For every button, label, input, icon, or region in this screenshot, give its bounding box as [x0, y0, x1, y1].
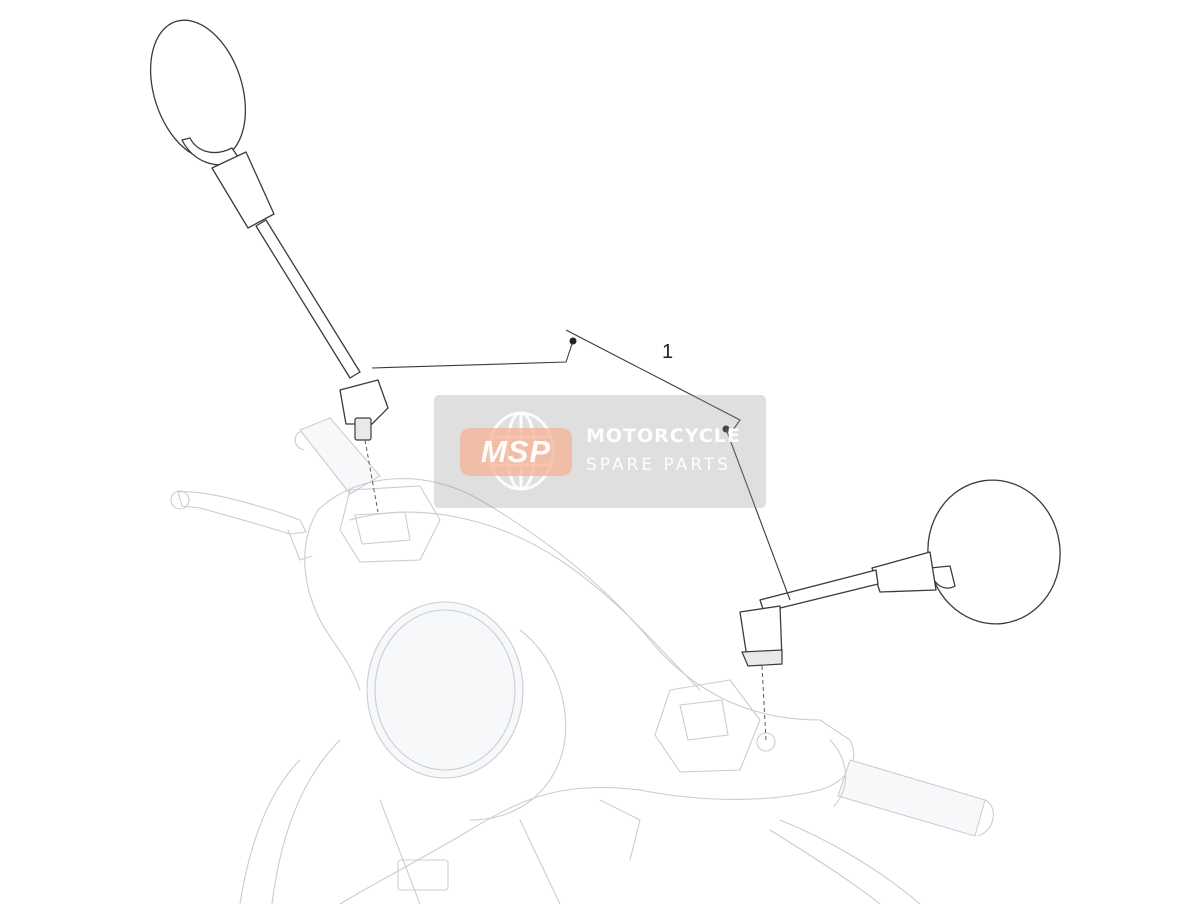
watermark: MSP MOTORCYCLE SPARE PARTS	[434, 395, 766, 508]
left-mirror	[149, 19, 389, 513]
msp-logo-badge: MSP	[460, 428, 572, 476]
watermark-subtitle: SPARE PARTS	[586, 455, 732, 475]
msp-logo-text: MSP	[480, 434, 552, 469]
scooter-handlebar-ghost	[170, 417, 994, 904]
callout-number: 1	[662, 341, 673, 363]
right-mirror	[739, 479, 1061, 741]
callout-leaders	[371, 329, 791, 601]
left-leader-dot	[569, 337, 577, 345]
watermark-title: MOTORCYCLE	[586, 425, 741, 447]
